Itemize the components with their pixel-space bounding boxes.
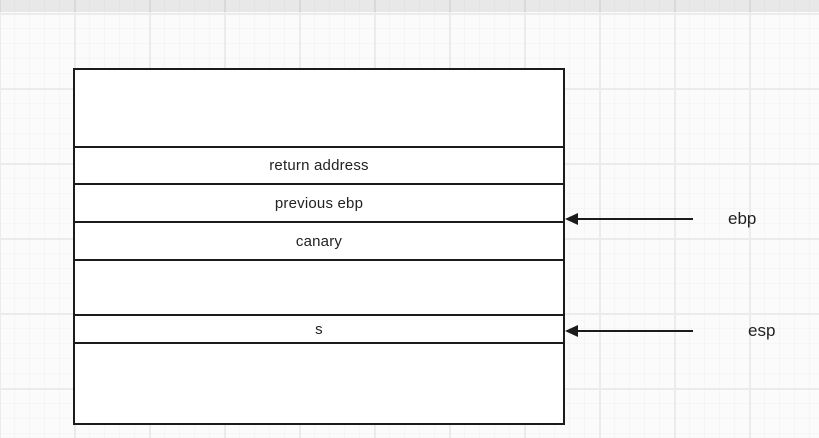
arrow-line (577, 218, 693, 220)
arrow-left-icon (565, 213, 578, 225)
stack-row-empty-top (75, 70, 563, 146)
stack-row-previous-ebp: previous ebp (75, 183, 563, 221)
arrow-line (577, 330, 693, 332)
stack-memory-box: return address previous ebp canary s (73, 68, 565, 425)
stack-row-s-buffer: s (75, 314, 563, 342)
ebp-pointer: ebp (565, 209, 756, 229)
ebp-label: ebp (728, 209, 757, 228)
stack-row-return-address: return address (75, 146, 563, 183)
esp-label: esp (748, 321, 776, 340)
stack-row-empty-bottom (75, 342, 563, 423)
top-gray-band (0, 0, 819, 12)
arrow-left-icon (565, 325, 578, 337)
stack-row-empty-middle (75, 259, 563, 314)
stack-row-canary: canary (75, 221, 563, 259)
esp-pointer: esp (565, 321, 775, 341)
